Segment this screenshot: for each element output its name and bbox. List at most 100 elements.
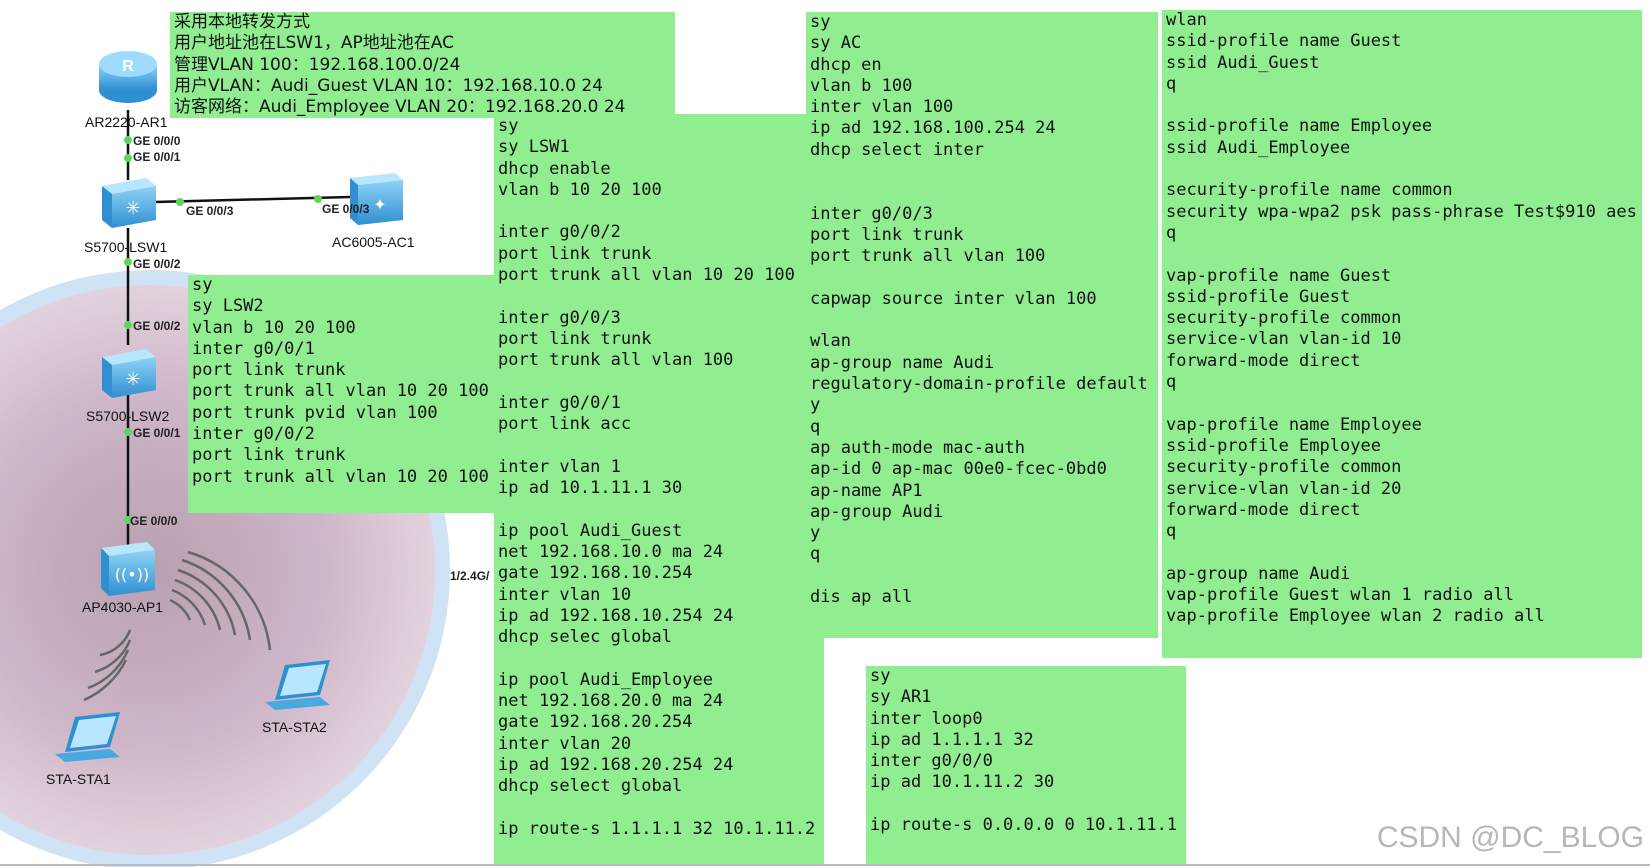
config-line: [498, 372, 824, 393]
access-controller-icon[interactable]: ✦: [350, 173, 403, 225]
config-line: [810, 566, 1158, 587]
config-line: net 192.168.10.0 ma 24: [498, 541, 724, 562]
config-line: ssid-profile name Guest: [1166, 31, 1402, 52]
config-line: inter g0/0/3: [810, 203, 933, 224]
config-line: q: [1166, 372, 1177, 393]
port-label: GE 0/0/2: [133, 319, 181, 333]
laptop-icon[interactable]: [55, 712, 120, 762]
config-line: regulatory-domain-profile default: [810, 374, 1148, 395]
config-line: vap-profile name Employee: [1166, 414, 1422, 435]
config-line: y: [810, 523, 821, 544]
config-line: ip ad 10.1.11.2 30: [870, 772, 1055, 793]
config-line: inter g0/0/2: [498, 222, 621, 243]
laptop-icon[interactable]: [265, 660, 330, 710]
port-label: GE 0/0/3: [322, 202, 370, 216]
config-line: ap-id 0 ap-mac 00e0-fcec-0bd0: [810, 459, 1107, 480]
port-label: GE 0/0/1: [133, 426, 181, 440]
config-line: ip ad 1.1.1.1 32: [870, 729, 1034, 750]
config-line: ssid Audi_Guest: [1166, 52, 1320, 73]
config-line: ap-group name Audi: [1166, 563, 1351, 584]
config-line: service-vlan vlan-id 10: [1166, 329, 1402, 350]
config-line: vlan b 10 20 100: [498, 179, 662, 200]
config-line: vlan b 100: [810, 75, 913, 96]
config-line: [870, 794, 1186, 815]
config-line: [1166, 159, 1642, 180]
config-line: ip pool Audi_Guest: [498, 520, 683, 541]
config-line: dhcp enable: [498, 158, 611, 179]
config-line: [498, 435, 824, 456]
config-line: port link trunk: [192, 360, 346, 381]
config-line: [1166, 244, 1642, 265]
router-icon[interactable]: R: [99, 51, 157, 103]
watermark: CSDN @DC_BLOG: [1376, 821, 1644, 854]
config-line: ssid Audi_Employee: [1166, 137, 1351, 158]
config-line: dhcp select inter: [810, 139, 984, 160]
device-label-lsw1: S5700-LSW1: [84, 239, 167, 255]
config-line: inter g0/0/2: [192, 424, 315, 445]
config-line: [498, 648, 824, 669]
divider: [0, 864, 1650, 866]
config-line: ap-group Audi: [810, 501, 944, 522]
config-line: port link acc: [498, 414, 632, 435]
config-line: [810, 182, 1158, 203]
config-line: inter vlan 10: [498, 584, 632, 605]
config-line: port trunk pvid vlan 100: [192, 402, 438, 423]
config-line: ap-name AP1: [810, 480, 923, 501]
config-line: ssid-profile Guest: [1166, 286, 1351, 307]
config-line: q: [1166, 222, 1177, 243]
config-line: sy AR1: [870, 687, 932, 708]
config-line: port link trunk: [192, 445, 346, 466]
config-line: port trunk all vlan 10 20 100: [192, 466, 489, 487]
device-label-ar1: AR2220-AR1: [85, 114, 168, 130]
port-label: GE 0/0/0: [130, 514, 178, 528]
port-label: GE 0/0/2: [133, 257, 181, 271]
config-line: ap auth-mode mac-auth: [810, 437, 1025, 458]
config-line: [498, 286, 824, 307]
config-line: ssid-profile Employee: [1166, 435, 1381, 456]
config-line: port trunk all vlan 10 20 100: [192, 381, 489, 402]
config-line: port trunk all vlan 10 20 100: [498, 265, 795, 286]
device-label-lsw2: S5700-LSW2: [86, 408, 169, 424]
config-line: security-profile name common: [1166, 180, 1453, 201]
config-line: inter g0/0/1: [498, 392, 621, 413]
config-line: 访客网络：Audi_Employee VLAN 20：192.168.20.0 …: [174, 97, 626, 118]
config-line: forward-mode direct: [1166, 499, 1361, 520]
config-line: [810, 161, 1158, 182]
svg-text:✳: ✳: [125, 198, 140, 219]
switch-icon[interactable]: ✳: [102, 349, 156, 398]
config-line: [498, 201, 824, 222]
config-line: q: [810, 416, 821, 437]
config-line: inter vlan 1: [498, 456, 621, 477]
config-line: q: [810, 544, 821, 565]
config-line: ip route-s 0.0.0.0 0 10.1.11.1: [870, 815, 1178, 836]
svg-text:✦: ✦: [373, 195, 386, 214]
switch-icon[interactable]: ✳: [102, 178, 156, 228]
config-line: security-profile common: [1166, 457, 1402, 478]
config-line: dhcp selec global: [498, 627, 672, 648]
config-line: port link trunk: [810, 224, 964, 245]
port-label: 1/2.4G/: [450, 569, 490, 583]
config-line: sy AC: [810, 33, 862, 54]
config-line: [1166, 95, 1642, 116]
config-line: vap-profile Guest wlan 1 radio all: [1166, 585, 1514, 606]
config-line: ip ad 192.168.100.254 24: [810, 118, 1056, 139]
access-point-icon[interactable]: ((•)): [101, 542, 155, 596]
config-line: ssid-profile name Employee: [1166, 116, 1433, 137]
config-line: 用户地址池在LSW1，AP地址池在AC: [174, 33, 454, 54]
config-line: 管理VLAN 100：192.168.100.0/24: [174, 54, 461, 75]
config-line: inter g0/0/3: [498, 307, 621, 328]
config-line: port link trunk: [498, 243, 652, 264]
config-line: ip ad 192.168.10.254 24: [498, 605, 734, 626]
device-label-sta1: STA-STA1: [46, 771, 111, 787]
config-line: security wpa-wpa2 psk pass-phrase Test$9…: [1166, 201, 1637, 222]
config-line: y: [810, 395, 821, 416]
config-line: dis ap all: [810, 587, 913, 608]
config-line: inter g0/0/0: [870, 751, 993, 772]
config-line: [498, 798, 824, 819]
config-line: ip pool Audi_Employee: [498, 669, 713, 690]
config-line: q: [1166, 521, 1177, 542]
